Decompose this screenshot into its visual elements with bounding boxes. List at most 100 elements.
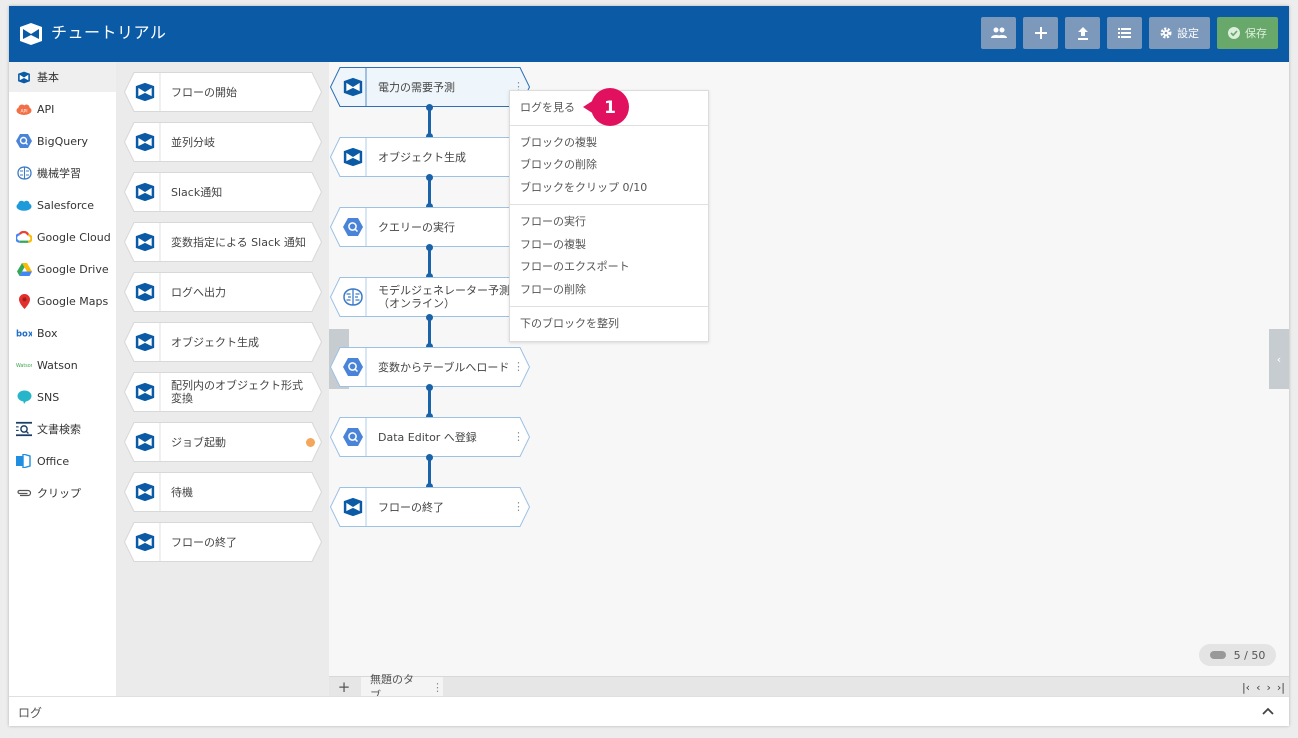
add-button[interactable] (1023, 17, 1058, 49)
connector-port[interactable] (426, 413, 433, 420)
palette-block[interactable]: 配列内のオブジェクト形式変換 (124, 372, 322, 412)
menu-item-clip-block[interactable]: ブロックをクリップ 0/10 (510, 176, 708, 198)
next-tab-icon[interactable]: › (1266, 680, 1271, 694)
category-item-ml[interactable]: 機械学習 (9, 158, 116, 188)
bigquery-icon (342, 427, 364, 447)
category-item-watson[interactable]: Watson Watson (9, 350, 116, 380)
first-tab-icon[interactable]: |‹ (1241, 680, 1251, 694)
palette-block-label: フローの開始 (171, 85, 237, 99)
flow-logo-icon (16, 69, 32, 85)
menu-item-label: ブロックの削除 (520, 158, 597, 171)
flow-block[interactable]: 変数からテーブルへロード⋮ (330, 347, 530, 387)
connector-port[interactable] (426, 104, 433, 111)
kebab-menu-icon[interactable]: ⋮ (513, 360, 524, 373)
category-item-clip[interactable]: クリップ (9, 478, 116, 508)
flow-block[interactable]: クエリーの実行⋮ (330, 207, 530, 247)
list-button[interactable] (1107, 17, 1142, 49)
chevron-up-icon[interactable] (1259, 703, 1277, 721)
connector-port[interactable] (426, 343, 433, 350)
palette-block-label: ログへ出力 (171, 285, 226, 299)
category-item-office[interactable]: Office (9, 446, 116, 476)
flow-block-selected[interactable]: 電力の需要予測 ⋮ (330, 67, 530, 107)
category-item-document-search[interactable]: 文書検索 (9, 414, 116, 444)
status-dot-icon (306, 438, 315, 447)
category-label: Google Cloud (37, 230, 111, 244)
menu-item-export-flow[interactable]: フローのエクスポート (510, 255, 708, 277)
menu-item-delete-block[interactable]: ブロックの削除 (510, 153, 708, 175)
flow-block[interactable]: オブジェクト生成⋮ (330, 137, 530, 177)
connector-port[interactable] (426, 244, 433, 251)
upload-icon (1077, 26, 1088, 40)
menu-divider (510, 306, 708, 307)
block-shape (124, 272, 322, 312)
connector-port[interactable] (426, 133, 433, 140)
flow-connector (428, 457, 431, 487)
category-item-api[interactable]: API API (9, 94, 116, 124)
flow-block-label: フローの終了 (378, 500, 444, 514)
menu-divider (510, 204, 708, 205)
block-shape (330, 487, 530, 527)
menu-item-run-flow[interactable]: フローの実行 (510, 210, 708, 232)
upload-button[interactable] (1065, 17, 1100, 49)
block-shape (124, 422, 322, 462)
tab-bar: + 無題のタブ ⋮ |‹ ‹ › ›| (329, 673, 1289, 702)
menu-item-duplicate-block[interactable]: ブロックの複製 (510, 131, 708, 153)
category-item-box[interactable]: box Box (9, 318, 116, 348)
category-label: Watson (37, 358, 78, 372)
block-counter-text: 5 / 50 (1233, 648, 1266, 662)
save-button[interactable]: 保存 (1217, 17, 1278, 49)
prev-tab-icon[interactable]: ‹ (1256, 680, 1261, 694)
tab-untitled[interactable]: 無題のタブ ⋮ (361, 673, 443, 702)
palette-block[interactable]: ジョブ起動 (124, 422, 322, 462)
palette-block[interactable]: オブジェクト生成 (124, 322, 322, 362)
kebab-menu-icon[interactable]: ⋮ (513, 500, 524, 513)
flow-logo-icon (134, 282, 156, 302)
block-shape (124, 322, 322, 362)
palette-block[interactable]: 変数指定による Slack 通知 (124, 222, 322, 262)
kebab-menu-icon[interactable]: ⋮ (513, 430, 524, 443)
connector-port[interactable] (426, 314, 433, 321)
connector-port[interactable] (426, 273, 433, 280)
settings-button[interactable]: 設定 (1149, 17, 1210, 49)
palette-block[interactable]: Slack通知 (124, 172, 322, 212)
flow-block[interactable]: モデルジェネレーター予測（オンライン）⋮ (330, 277, 530, 317)
users-icon (990, 27, 1007, 38)
menu-item-delete-flow[interactable]: フローの削除 (510, 278, 708, 300)
category-item-sns[interactable]: SNS (9, 382, 116, 412)
connector-port[interactable] (426, 384, 433, 391)
category-item-google-cloud[interactable]: Google Cloud (9, 222, 116, 252)
menu-item-duplicate-flow[interactable]: フローの複製 (510, 233, 708, 255)
flow-block[interactable]: Data Editor へ登録⋮ (330, 417, 530, 457)
palette-block[interactable]: フローの終了 (124, 522, 322, 562)
add-tab-button[interactable]: + (329, 677, 359, 697)
connector-port[interactable] (426, 203, 433, 210)
flow-block-label: 電力の需要予測 (378, 80, 455, 94)
collapse-right-button[interactable]: ‹ (1269, 329, 1289, 389)
app-header: チュートリアル 設定 保存 (9, 6, 1289, 62)
palette-block[interactable]: 並列分岐 (124, 122, 322, 162)
category-item-google-maps[interactable]: Google Maps (9, 286, 116, 316)
category-item-salesforce[interactable]: Salesforce (9, 190, 116, 220)
google-cloud-icon (16, 229, 32, 245)
palette-block[interactable]: ログへ出力 (124, 272, 322, 312)
menu-item-align-blocks[interactable]: 下のブロックを整列 (510, 312, 708, 334)
last-tab-icon[interactable]: ›| (1276, 680, 1285, 694)
connector-port[interactable] (426, 483, 433, 490)
flow-logo-icon (134, 482, 156, 502)
category-item-basic[interactable]: 基本 (9, 62, 116, 92)
block-shape (124, 122, 322, 162)
category-item-bigquery[interactable]: BigQuery (9, 126, 116, 156)
kebab-menu-icon[interactable]: ⋮ (432, 680, 443, 694)
category-item-google-drive[interactable]: Google Drive (9, 254, 116, 284)
menu-item-view-log[interactable]: ログを見る (510, 96, 708, 118)
kebab-menu-icon[interactable]: ⋮ (513, 80, 524, 93)
category-label: クリップ (37, 487, 81, 500)
log-panel: ログ (9, 696, 1289, 726)
flow-block-label: 変数からテーブルへロード (378, 360, 510, 374)
users-button[interactable] (981, 17, 1016, 49)
palette-block[interactable]: フローの開始 (124, 72, 322, 112)
connector-port[interactable] (426, 174, 433, 181)
connector-port[interactable] (426, 454, 433, 461)
flow-block[interactable]: フローの終了 ⋮ (330, 487, 530, 527)
palette-block[interactable]: 待機 (124, 472, 322, 512)
